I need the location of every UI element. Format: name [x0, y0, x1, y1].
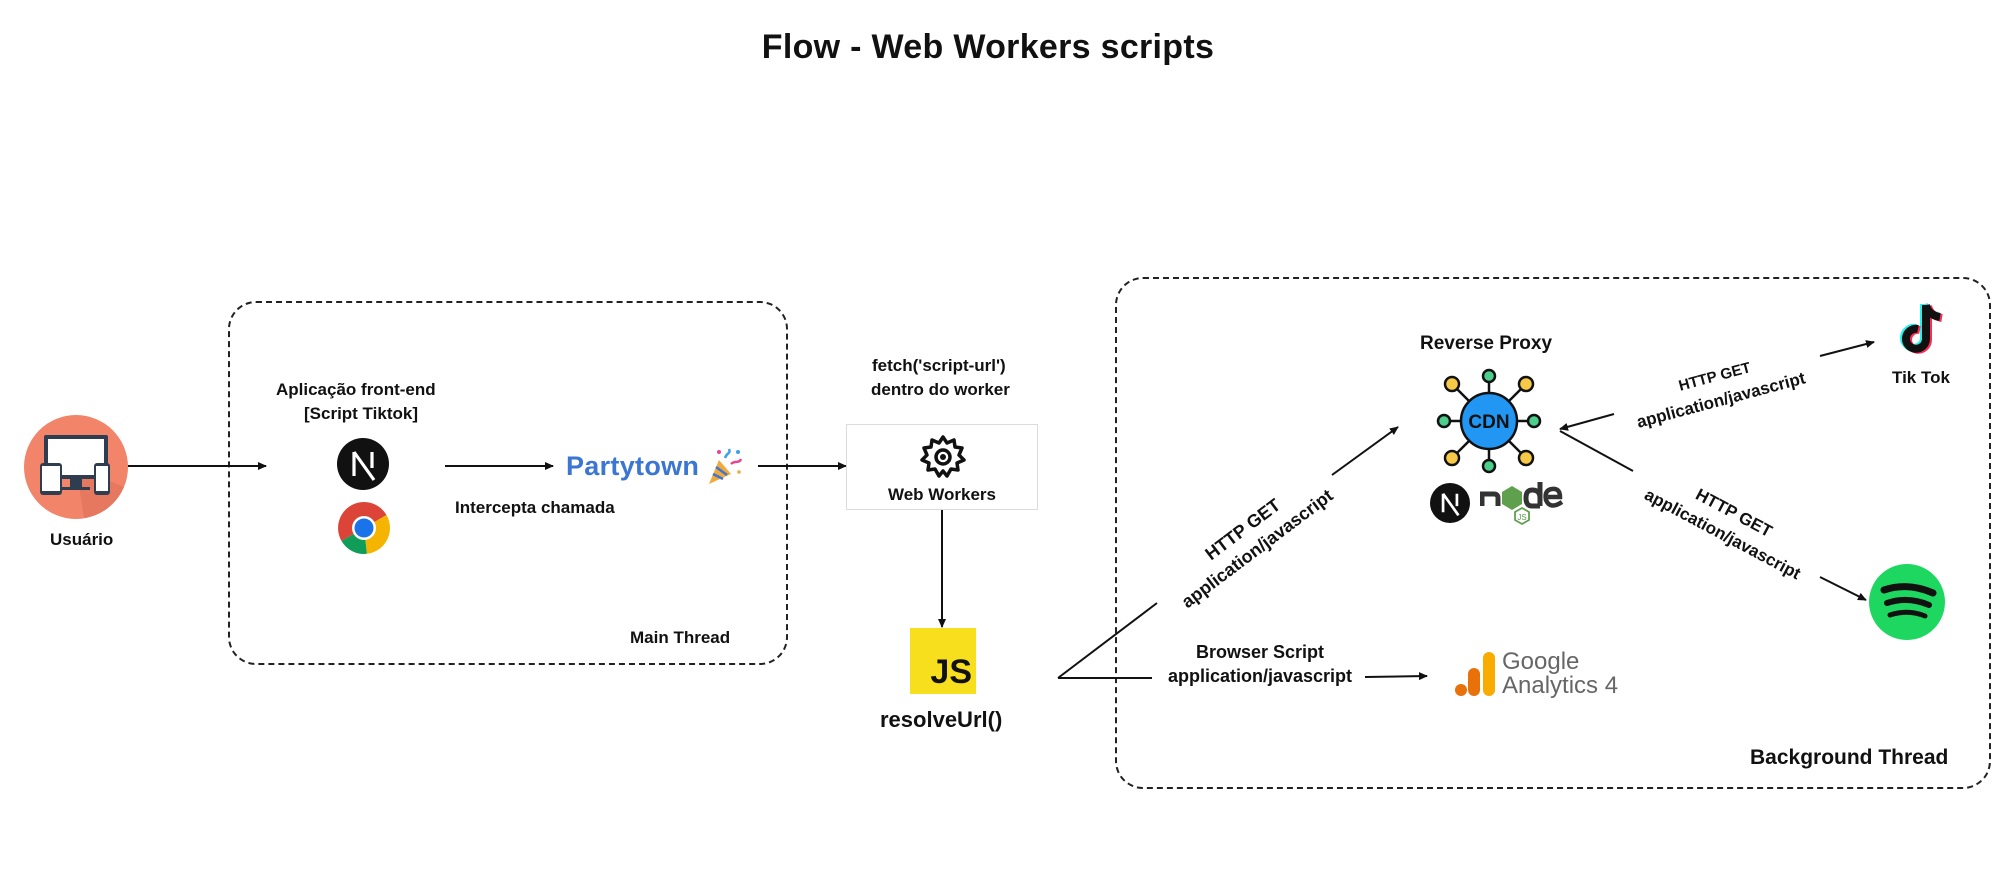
reverse-proxy-node[interactable]: CDN: [1436, 368, 1542, 474]
spotify-icon: [1869, 564, 1945, 640]
party-popper-icon: [709, 448, 743, 484]
chrome-icon: [338, 502, 390, 554]
ga-line1: Google: [1502, 648, 1580, 675]
tiktok-icon: [1900, 302, 1943, 354]
webworkers-caption-line2: dentro do worker: [871, 380, 1010, 399]
ga-line2: Analytics 4: [1502, 672, 1619, 699]
partytown-logo-text: Partytown: [566, 450, 700, 481]
devices-icon: [24, 415, 128, 519]
nextjs-icon: [337, 438, 389, 490]
partytown-node[interactable]: Partytown: [566, 444, 758, 488]
cdn-text: CDN: [1468, 412, 1509, 433]
background-thread-group: [1115, 277, 1991, 789]
spotify-node[interactable]: [1868, 563, 1946, 641]
frontend-node[interactable]: [337, 438, 391, 554]
js-badge-text: JS: [930, 653, 972, 691]
background-thread-label: Background Thread: [1750, 746, 1949, 769]
svg-text:JS: JS: [1517, 513, 1526, 522]
edge-label-js-ga: Browser Script application/javascript: [1150, 640, 1370, 688]
main-thread-label: Main Thread: [630, 628, 731, 647]
frontend-label-line1: Aplicação front-end: [276, 380, 436, 399]
partytown-caption: Intercepta chamada: [455, 498, 615, 517]
edge-label-line2: application/javascript: [1167, 666, 1353, 686]
gear-icon: [920, 435, 966, 478]
nextjs-icon: [1430, 483, 1470, 523]
reverse-proxy-label: Reverse Proxy: [1420, 333, 1553, 354]
webworkers-label: Web Workers: [887, 485, 997, 504]
tiktok-label: Tik Tok: [1892, 368, 1950, 387]
user-node[interactable]: [24, 415, 128, 519]
webworkers-node[interactable]: Web Workers: [846, 424, 1038, 510]
js-node[interactable]: JS: [910, 628, 976, 694]
proxy-tech-icons: JS: [1430, 478, 1564, 528]
diagram-title: Flow - Web Workers scripts: [761, 28, 1215, 66]
frontend-label-line2: [Script Tiktok]: [304, 404, 418, 423]
user-label: Usuário: [50, 530, 114, 549]
main-thread-group: [228, 301, 788, 665]
google-analytics-icon: [1455, 652, 1495, 696]
tiktok-node[interactable]: [1892, 298, 1952, 358]
edge-label-line1: Browser Script: [1195, 642, 1325, 662]
js-label: resolveUrl(): [880, 707, 1003, 732]
webworkers-caption-line1: fetch('script-url'): [872, 356, 1006, 375]
cdn-icon: CDN: [1436, 368, 1542, 474]
nodejs-icon: JS: [1480, 482, 1564, 526]
google-analytics-node[interactable]: Google Analytics 4: [1454, 650, 1618, 698]
